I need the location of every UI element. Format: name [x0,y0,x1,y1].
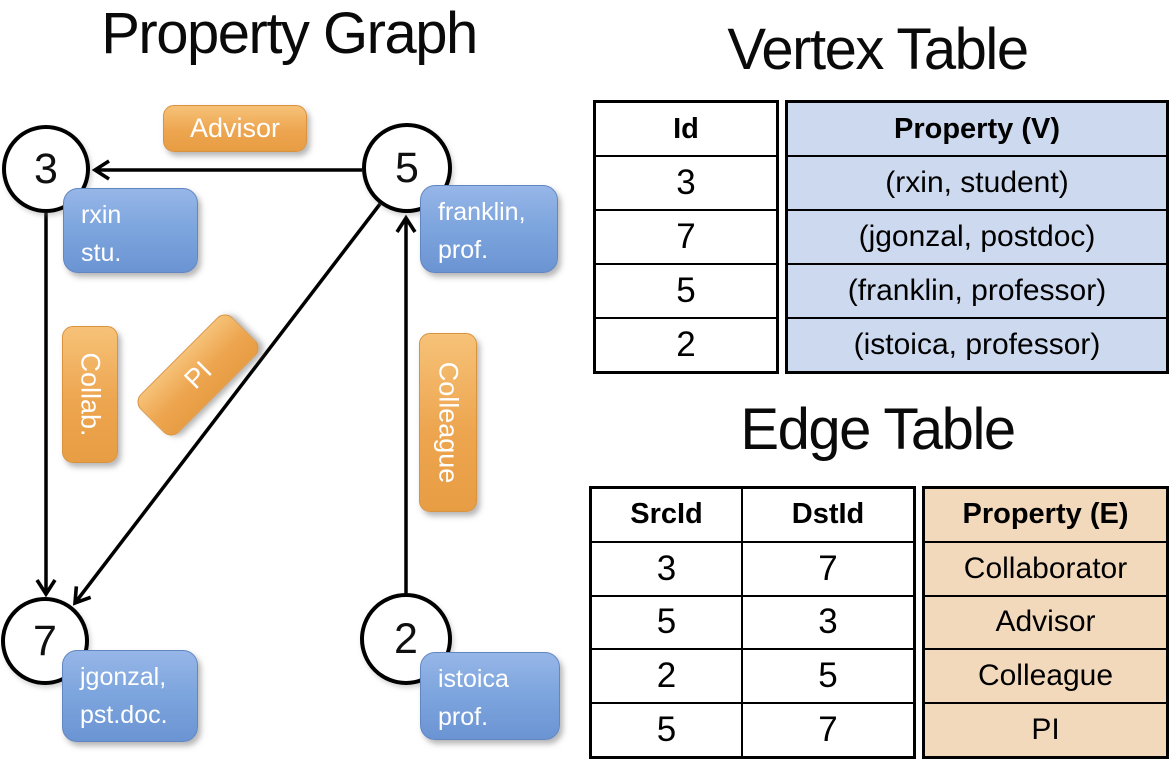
callout-line: stu. [81,238,122,267]
callout-line: franklin, [438,198,526,226]
vertex-table-row-id: 2 [596,317,776,371]
callout-line: jgonzal, [80,663,167,691]
callout-line: prof. [438,235,489,264]
vertex-circle-2: 2 [360,593,452,685]
vertex-table-row-id: 3 [596,155,776,209]
edge-label-text: PI [178,355,218,395]
vertex-table-row-id: 7 [596,209,776,263]
edge-table-row-property: PI [925,702,1166,756]
edge-table-row-srcid: 5 [592,702,741,756]
callout-line: prof. [438,702,489,731]
edge-label-colleague: Colleague [419,333,477,512]
vertex-property-callout-istoica: istoica prof. [420,652,560,740]
edge-table-row-property: Collaborator [925,540,1166,595]
edge-table-row-dstid: 7 [743,702,913,756]
edge-table-id-columns: SrcId 3 5 2 5 DstId 7 3 5 7 [589,486,916,759]
callout-line: istoica [438,665,509,693]
callout-line: pst.doc. [80,700,168,729]
callout-line: rxin [81,201,122,229]
edge-table-row-dstid: 5 [743,648,913,702]
edge-label-text: Collab. [75,352,106,437]
edge-table-row-srcid: 3 [592,540,741,595]
edge-table-row-srcid: 2 [592,648,741,702]
edge-table-row-dstid: 3 [743,594,913,649]
edge-arrow-5-to-7 [72,202,382,606]
vertex-circle-5: 5 [362,123,452,213]
edge-label-text: Advisor [189,113,281,143]
edge-table-property-header: Property (E) [962,498,1129,531]
vertex-table-row-property: (jgonzal, postdoc) [788,209,1166,263]
graph-title: Property Graph [101,1,478,66]
vertex-table-row-property: (franklin, professor) [788,263,1166,317]
edge-table-property-column: Property (E) Collaborator Advisor Collea… [922,486,1169,759]
vertex-id-label: 2 [394,614,418,663]
vertex-table-id-header: Id [673,112,699,145]
edge-table-srcid-column: SrcId 3 5 2 5 [592,489,741,756]
edge-label-text: Colleague [433,361,464,484]
edge-table-dstid-header: DstId [791,498,865,531]
edge-label-advisor: Advisor [163,105,307,152]
vertex-property-callout-jgonzal: jgonzal, pst.doc. [62,650,198,742]
edge-table-dstid-column: DstId 7 3 5 7 [741,489,913,756]
edge-table-row-dstid: 7 [743,540,913,595]
vertex-table-property-header: Property (V) [894,112,1060,145]
vertex-table-row-property: (istoica, professor) [788,317,1166,371]
vertex-id-label: 5 [395,143,419,192]
edge-label-collaborator: Collab. [62,326,118,463]
vertex-table-row-id: 5 [596,263,776,317]
graph-edges-canvas [35,159,417,606]
vertex-id-label: 7 [33,616,57,665]
vertex-id-label: 3 [34,144,58,193]
vertex-property-callout-rxin: rxin stu. [63,188,198,273]
edge-table-row-property: Advisor [925,594,1166,649]
vertex-table-id-column: Id 3 7 5 2 [593,100,779,374]
vertex-table-row-property: (rxin, student) [788,155,1166,209]
edge-table-title: Edge Table [740,397,1016,462]
edge-table-row-srcid: 5 [592,594,741,649]
vertex-table-title: Vertex Table [727,17,1029,82]
edge-table-row-property: Colleague [925,648,1166,702]
edge-table-srcid-header: SrcId [630,498,703,531]
vertex-table-property-column: Property (V) (rxin, student) (jgonzal, p… [785,100,1169,374]
vertex-property-callout-franklin: franklin, prof. [420,185,558,273]
